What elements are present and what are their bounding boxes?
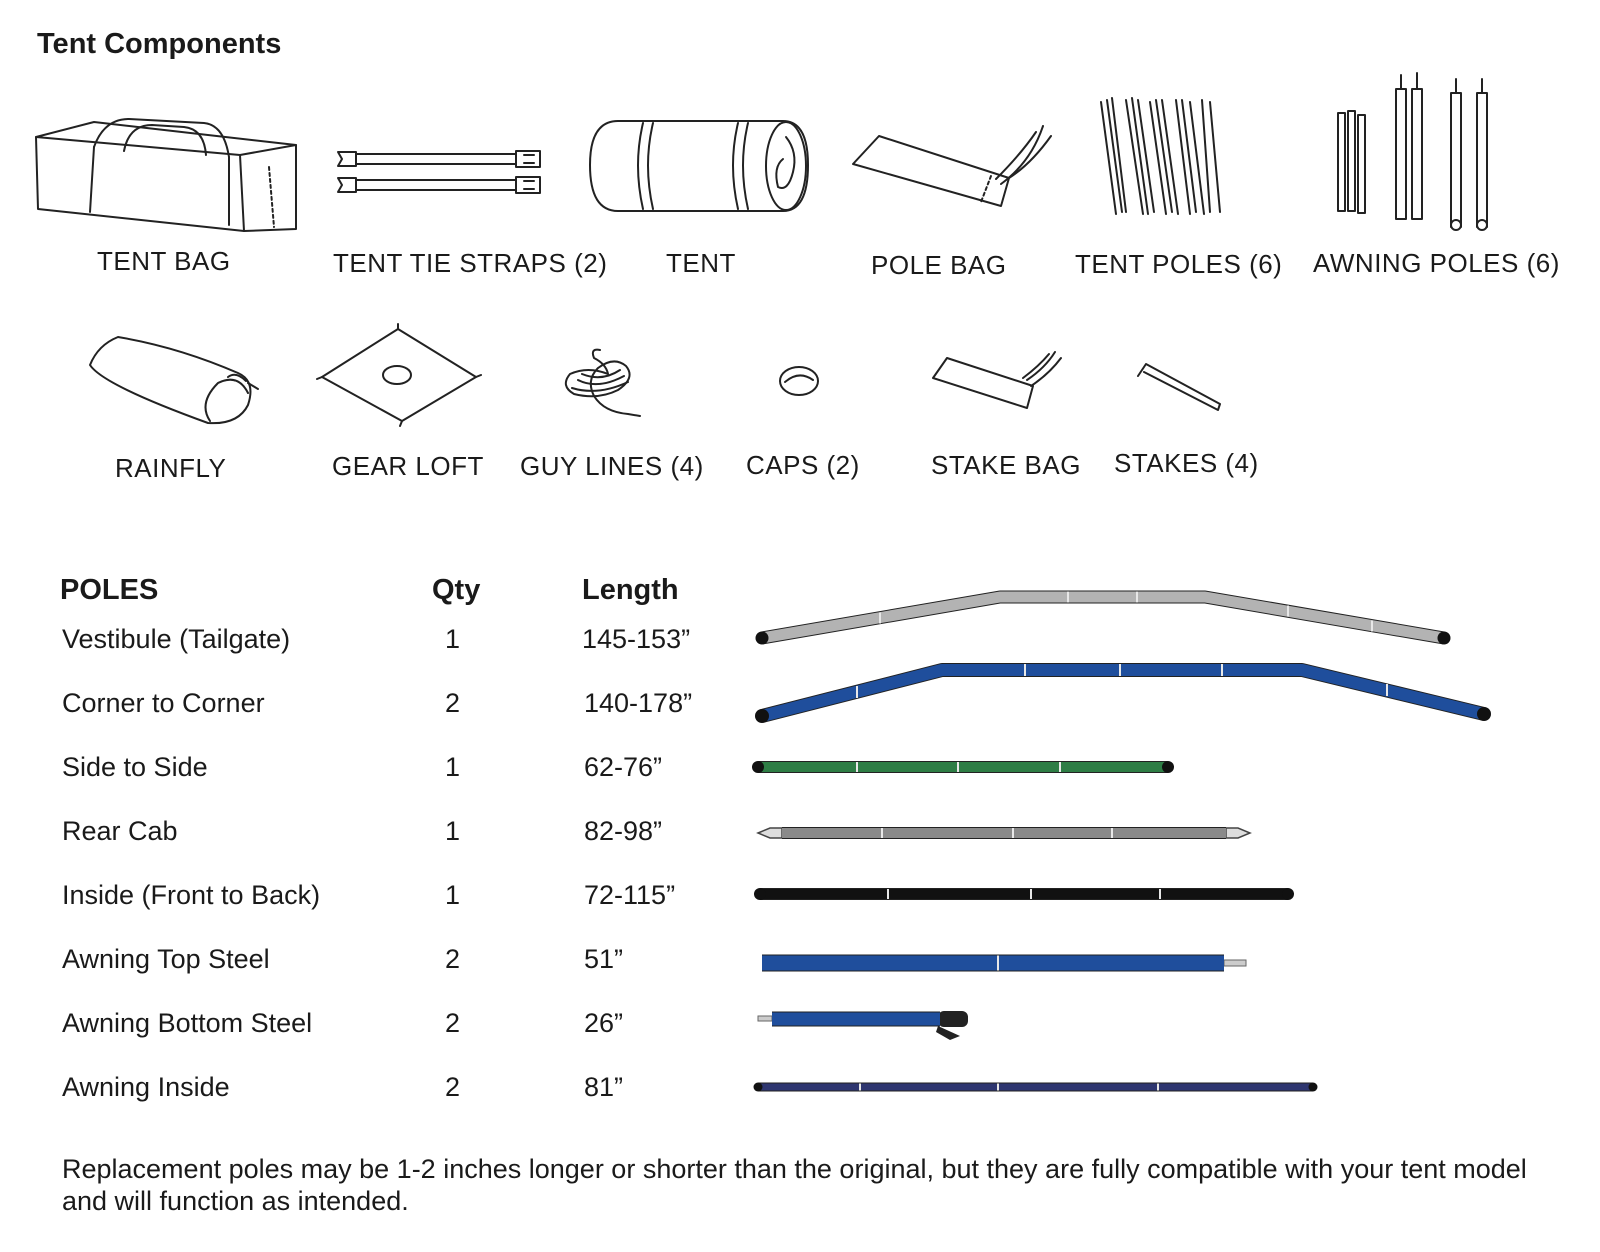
tent-bag-icon	[34, 117, 300, 232]
pole-qty: 2	[445, 688, 461, 718]
pole-length: 81”	[584, 1072, 624, 1102]
component-label: TENT TIE STRAPS (2)	[333, 248, 608, 278]
stake-icon	[1136, 360, 1224, 412]
pole-tip	[757, 1015, 773, 1022]
pole-qty: 2	[445, 1008, 461, 1038]
pole-length: 26”	[584, 1008, 624, 1038]
pole-tip	[1225, 827, 1252, 839]
pole-awning-bottom-illustration	[757, 1011, 968, 1040]
pole-end	[1282, 888, 1294, 900]
pole-corner-illustration	[755, 663, 1491, 723]
stake-bag-icon	[931, 350, 1065, 412]
pole-name: Awning Top Steel	[62, 944, 270, 974]
pole-length: 72-115”	[584, 880, 676, 910]
footnote: Replacement poles may be 1-2 inches long…	[62, 1154, 1527, 1216]
poles-header: POLES	[60, 574, 159, 606]
pole-name: Corner to Corner	[62, 688, 265, 718]
component-label: TENT BAG	[97, 246, 231, 276]
pole-shaft	[760, 664, 1486, 722]
pole-foot	[938, 1011, 968, 1027]
pole-name: Side to Side	[62, 752, 208, 782]
pole-end	[1162, 761, 1174, 773]
tent-poles-icon	[1098, 94, 1226, 220]
pole-awning-top-illustration	[762, 954, 1247, 972]
pole-vestibule-illustration	[755, 590, 1451, 645]
pole-end	[754, 888, 766, 900]
pole-foot	[936, 1026, 960, 1040]
pole-end	[755, 709, 769, 723]
pole-qty: 2	[445, 944, 461, 974]
pole-end	[752, 761, 764, 773]
pole-length: 51”	[584, 944, 624, 974]
pole-name: Awning Bottom Steel	[62, 1008, 313, 1038]
component-label: RAINFLY	[115, 453, 227, 483]
component-label: CAPS (2)	[746, 450, 860, 480]
pole-qty: 1	[445, 624, 461, 654]
component-label: TENT	[666, 248, 736, 278]
pole-length: 140-178”	[584, 688, 693, 718]
pole-name: Awning Inside	[62, 1072, 230, 1102]
pole-name: Vestibule (Tailgate)	[62, 624, 291, 654]
pole-qty: 1	[445, 816, 461, 846]
component-label: GUY LINES (4)	[520, 451, 704, 481]
pole-tip	[1223, 959, 1247, 967]
pole-length: 62-76”	[584, 752, 663, 782]
section-title: Tent Components	[37, 28, 282, 60]
component-label: STAKE BAG	[931, 450, 1081, 480]
pole-bag-icon	[851, 124, 1057, 210]
pole-length: 145-153”	[582, 624, 691, 654]
pole-end	[753, 1082, 763, 1092]
awning-poles-icon	[1334, 71, 1494, 233]
pole-end	[1308, 1082, 1318, 1092]
rainfly-icon	[88, 333, 260, 425]
pole-end	[1477, 707, 1491, 721]
component-label: GEAR LOFT	[332, 451, 484, 481]
qty-header: Qty	[432, 574, 481, 606]
pole-end	[755, 631, 769, 645]
component-label: AWNING POLES (6)	[1313, 248, 1560, 278]
pole-rear-cab-illustration	[756, 827, 1252, 839]
component-label: STAKES (4)	[1114, 448, 1259, 478]
pole-length: 82-98”	[584, 816, 663, 846]
pole-inside-illustration	[754, 888, 1294, 900]
pole-end	[1437, 631, 1451, 645]
guy-lines-icon	[558, 346, 644, 420]
component-label: POLE BAG	[871, 250, 1007, 280]
pole-qty: 1	[445, 880, 461, 910]
pole-qty: 2	[445, 1072, 461, 1102]
pole-qty: 1	[445, 752, 461, 782]
rolled-tent-icon	[588, 117, 810, 215]
pole-name: Rear Cab	[62, 816, 178, 846]
component-label: TENT POLES (6)	[1075, 249, 1283, 279]
pole-awning-inside-illustration	[753, 1082, 1318, 1092]
cap-icon	[777, 364, 823, 398]
pole-side-illustration	[752, 761, 1174, 773]
tie-straps-icon	[336, 148, 546, 198]
pole-tip	[756, 827, 783, 839]
gear-loft-icon	[316, 323, 482, 427]
pole-name: Inside (Front to Back)	[62, 880, 321, 910]
length-header: Length	[582, 574, 679, 606]
